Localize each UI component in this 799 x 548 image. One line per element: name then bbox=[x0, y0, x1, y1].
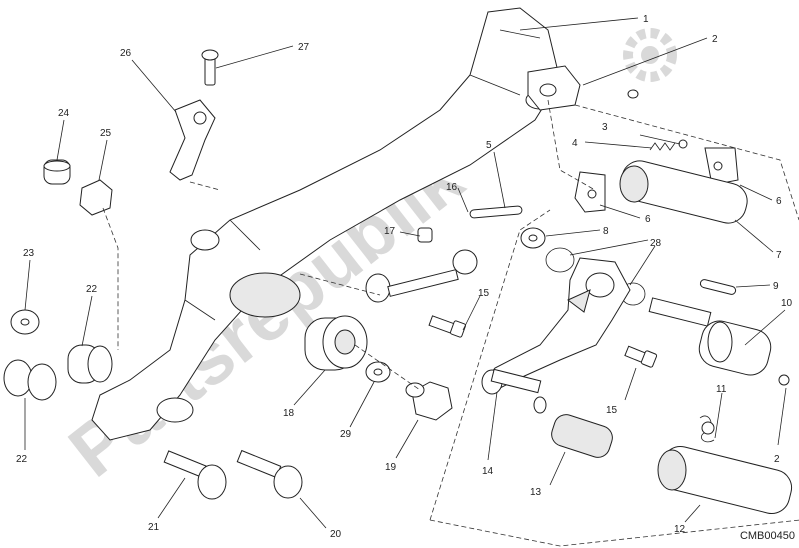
washer-29 bbox=[365, 361, 391, 383]
pin-9 bbox=[699, 279, 737, 295]
assembly-lines bbox=[102, 99, 799, 547]
callout-24: 24 bbox=[58, 108, 70, 119]
bolt-21 bbox=[163, 450, 227, 500]
callout-8: 8 bbox=[603, 226, 609, 237]
callout-29: 29 bbox=[340, 429, 352, 440]
spacer-18 bbox=[304, 315, 368, 371]
nut-24 bbox=[43, 159, 71, 185]
nut-25 bbox=[79, 179, 113, 216]
callout-15-lower: 15 bbox=[606, 405, 618, 416]
callout-2: 2 bbox=[712, 34, 718, 45]
bolt-20 bbox=[236, 449, 303, 499]
callout-3: 3 bbox=[602, 122, 608, 133]
bolt-15-lower bbox=[624, 345, 658, 368]
callout-9: 9 bbox=[773, 281, 779, 292]
bushing-top bbox=[527, 65, 639, 111]
callout-6-upper: 6 bbox=[776, 196, 782, 207]
pedal-rubber-13 bbox=[551, 414, 613, 458]
callout-25: 25 bbox=[100, 128, 112, 139]
callout-17: 17 bbox=[384, 226, 396, 237]
callout-22-lower: 22 bbox=[16, 454, 28, 465]
bolt-15-upper bbox=[428, 315, 466, 338]
callout-6-lower: 6 bbox=[645, 214, 651, 225]
callout-numbers: 1 2 3 4 5 6 6 7 8 9 10 11 2 12 13 14 15 … bbox=[16, 14, 793, 540]
callout-21: 21 bbox=[148, 522, 160, 533]
footpeg-mount-6-a bbox=[574, 171, 606, 213]
footpeg-12 bbox=[657, 446, 793, 514]
link-rod-17 bbox=[365, 227, 478, 303]
callout-1: 1 bbox=[643, 14, 649, 25]
callout-7: 7 bbox=[776, 250, 782, 261]
callout-4: 4 bbox=[572, 138, 578, 149]
footpeg-shaft-10 bbox=[648, 297, 790, 386]
callout-10: 10 bbox=[781, 298, 793, 309]
callout-18: 18 bbox=[283, 408, 295, 419]
tie-rod-end bbox=[169, 49, 219, 181]
callout-22-upper: 22 bbox=[86, 284, 98, 295]
footpeg-7 bbox=[619, 160, 748, 224]
bushing-22-lower bbox=[3, 359, 57, 401]
pedal-lever bbox=[485, 257, 631, 389]
o-ring-28-a bbox=[545, 247, 575, 273]
washer-8 bbox=[520, 227, 546, 249]
footpeg-mount-6-b bbox=[704, 147, 739, 186]
callout-16: 16 bbox=[446, 182, 458, 193]
callout-leaders bbox=[24, 17, 787, 529]
bracket-frame bbox=[91, 7, 561, 441]
spring-11 bbox=[699, 415, 715, 443]
spring-4 bbox=[649, 139, 688, 151]
callout-19: 19 bbox=[385, 462, 397, 473]
callout-23: 23 bbox=[23, 248, 35, 259]
callout-5: 5 bbox=[486, 140, 492, 151]
callout-14: 14 bbox=[482, 466, 494, 477]
pedal-shaft-14 bbox=[481, 368, 547, 414]
callout-28: 28 bbox=[650, 238, 662, 249]
nut-19 bbox=[405, 381, 453, 421]
callout-11: 11 bbox=[716, 384, 727, 395]
callout-15-upper: 15 bbox=[478, 288, 490, 299]
washer-23 bbox=[10, 309, 40, 335]
watermark-gear-icon bbox=[623, 28, 677, 82]
bracket-hole bbox=[229, 272, 301, 318]
bushing-22-upper bbox=[67, 344, 113, 384]
diagram-code: CMB00450 bbox=[739, 530, 795, 542]
callout-26: 26 bbox=[120, 48, 132, 59]
callout-27: 27 bbox=[298, 42, 310, 53]
callout-2-lower: 2 bbox=[774, 454, 780, 465]
callout-20: 20 bbox=[330, 529, 342, 540]
callout-12: 12 bbox=[674, 524, 686, 535]
pin-16 bbox=[469, 205, 523, 219]
callout-13: 13 bbox=[530, 487, 542, 498]
